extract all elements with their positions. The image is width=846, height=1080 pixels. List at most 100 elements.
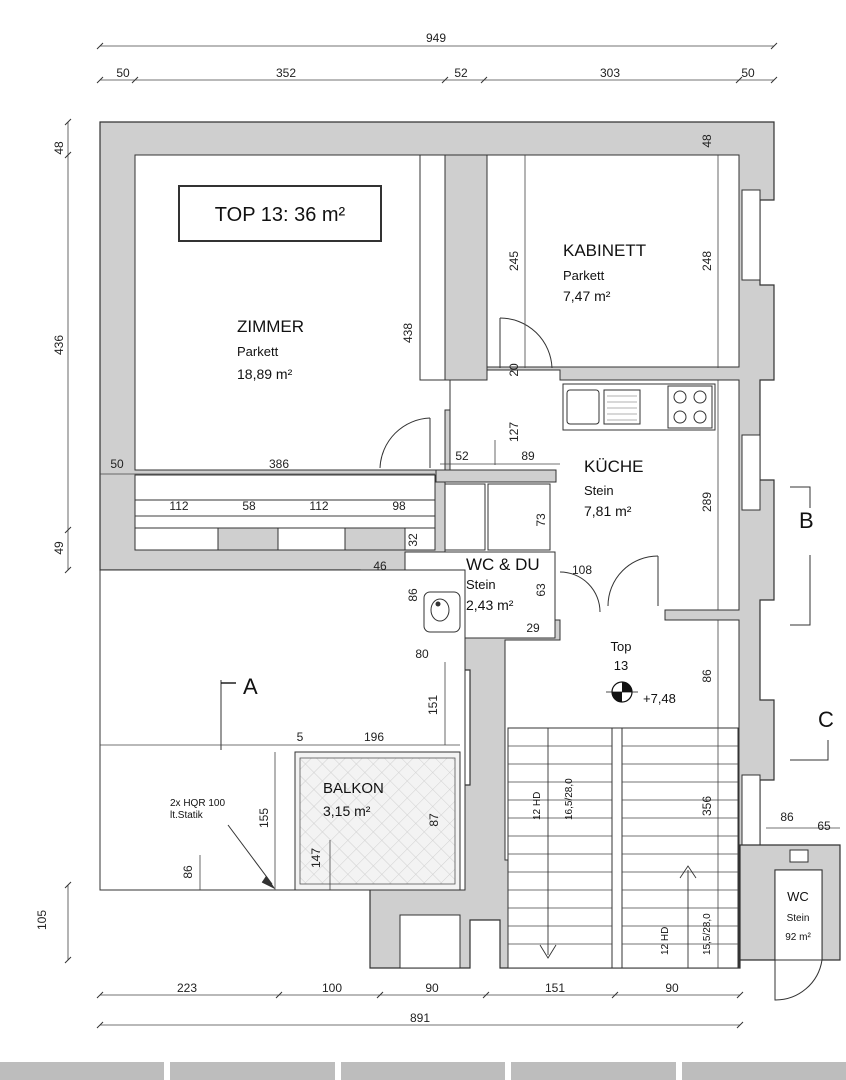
- dim-bottom-5: 90: [665, 981, 679, 995]
- dim-w80: 80: [415, 647, 429, 661]
- stairs: 12 HD 16,5/28,0 12 HD 15,5/28,0: [507, 727, 739, 969]
- dim-wc65: 65: [817, 819, 831, 833]
- dim-b87: 87: [427, 813, 441, 827]
- dim-kab-h2: 248: [700, 251, 714, 271]
- dim-zimmer-w: 386: [269, 457, 289, 471]
- dim-k89: 89: [521, 449, 535, 463]
- dimension-lines: [67, 45, 840, 1026]
- wc-du-floor: Stein: [466, 577, 496, 592]
- dim-b5: 5: [297, 730, 304, 744]
- stairs-upper-ratio: 16,5/28,0: [564, 778, 575, 820]
- photo-strip: [0, 1062, 846, 1080]
- entry-number: 13: [614, 658, 628, 673]
- dim-window-1: 112: [169, 499, 188, 513]
- wc-room: WC Stein 92 m²: [739, 844, 841, 1001]
- balcony: [99, 569, 466, 891]
- dimension-texts: 949 50 352 52 303 50 223 100 90 151 90 8…: [35, 31, 831, 1025]
- zimmer-floor: Parkett: [237, 344, 279, 359]
- kabinett-area: 7,47 m²: [563, 288, 611, 304]
- dim-zimmer-wall: 50: [110, 457, 124, 471]
- dim-top-total: 949: [426, 31, 446, 45]
- photo-thumb[interactable]: [0, 1062, 165, 1080]
- section-b: B: [799, 508, 814, 533]
- wc-floor: Stein: [787, 913, 810, 924]
- dimension-ticks: [64, 42, 778, 1029]
- dim-kab-top: 48: [700, 134, 714, 148]
- wc-area: 92 m²: [785, 932, 811, 943]
- dim-bottom-4: 151: [545, 981, 565, 995]
- dim-left-1: 48: [52, 141, 66, 155]
- dim-top-3: 52: [454, 66, 468, 80]
- dim-e86: 86: [700, 669, 714, 683]
- note-line-2: lt.Statik: [170, 810, 204, 821]
- entry-marker: Top 13 +7,48: [606, 639, 676, 706]
- dim-top-5: 50: [741, 66, 755, 80]
- dim-w86: 86: [406, 588, 420, 602]
- photo-thumb[interactable]: [681, 1062, 846, 1080]
- dim-b86: 86: [181, 865, 195, 879]
- wc-name: WC: [787, 889, 809, 904]
- dim-b196: 196: [364, 730, 384, 744]
- title-box: [178, 185, 382, 242]
- dim-w32: 32: [406, 533, 420, 547]
- dim-left-3: 49: [52, 541, 66, 555]
- dim-w108: 108: [572, 563, 592, 577]
- dim-zimmer-h: 438: [401, 323, 415, 343]
- section-a: A: [243, 674, 258, 699]
- dim-left-2: 436: [52, 335, 66, 355]
- dim-k73: 73: [534, 513, 548, 527]
- kueche-area: 7,81 m²: [584, 503, 632, 519]
- dim-door-20: 20: [507, 363, 521, 377]
- doors: [379, 317, 659, 613]
- dim-bottom-3: 90: [425, 981, 439, 995]
- dim-w29: 29: [526, 621, 540, 635]
- dim-b155: 155: [257, 808, 271, 828]
- dim-s356: 356: [700, 796, 714, 816]
- photo-thumb[interactable]: [340, 1062, 506, 1080]
- dim-bottom-2: 100: [322, 981, 342, 995]
- plan-title: TOP 13: 36 m²: [215, 204, 346, 226]
- kabinett-floor: Parkett: [563, 268, 605, 283]
- section-c: C: [818, 707, 834, 732]
- entry-level: +7,48: [643, 691, 676, 706]
- stairs-lower-ratio: 15,5/28,0: [702, 913, 713, 955]
- dim-k52: 52: [455, 449, 469, 463]
- dim-window-2: 58: [242, 499, 256, 513]
- dim-left-4: 105: [35, 910, 49, 930]
- zimmer-name: ZIMMER: [237, 317, 304, 336]
- balkon-area: 3,15 m²: [323, 803, 371, 819]
- dim-top-1: 50: [116, 66, 130, 80]
- kitchen-fixtures: [562, 383, 716, 431]
- zimmer-area: 18,89 m²: [237, 366, 293, 382]
- dim-window-4: 98: [392, 499, 406, 513]
- balkon-name: BALKON: [323, 780, 384, 797]
- dim-kab-h: 245: [507, 251, 521, 271]
- dim-w151: 151: [426, 695, 440, 715]
- stairs-lower-hd: 12 HD: [660, 927, 671, 955]
- dim-wc86: 86: [780, 810, 794, 824]
- stairs-upper-hd: 12 HD: [532, 792, 543, 820]
- dim-w63: 63: [534, 583, 548, 597]
- dim-w46: 46: [373, 559, 387, 573]
- photo-thumb[interactable]: [511, 1062, 676, 1080]
- dim-window-3: 112: [309, 499, 328, 513]
- dim-top-2: 352: [276, 66, 296, 80]
- wc-du-name: WC & DU: [466, 555, 540, 574]
- dim-k127: 127: [507, 422, 521, 442]
- entry-label: Top: [611, 639, 632, 654]
- dim-bottom-1: 223: [177, 981, 197, 995]
- section-marks: A B C: [220, 486, 834, 761]
- photo-thumb[interactable]: [170, 1062, 335, 1080]
- bath-fixtures: [423, 483, 551, 633]
- wc-du-area: 2,43 m²: [466, 597, 514, 613]
- kabinett-name: KABINETT: [563, 241, 646, 260]
- structural-note: 2x HQR 100 lt.Statik: [170, 798, 276, 890]
- dim-top-4: 303: [600, 66, 620, 80]
- kueche-floor: Stein: [584, 483, 614, 498]
- dim-b147: 147: [309, 848, 323, 868]
- note-line-1: 2x HQR 100: [170, 798, 225, 809]
- dim-bottom-total: 891: [410, 1011, 430, 1025]
- kueche-name: KÜCHE: [584, 457, 644, 476]
- dim-k289: 289: [700, 492, 714, 512]
